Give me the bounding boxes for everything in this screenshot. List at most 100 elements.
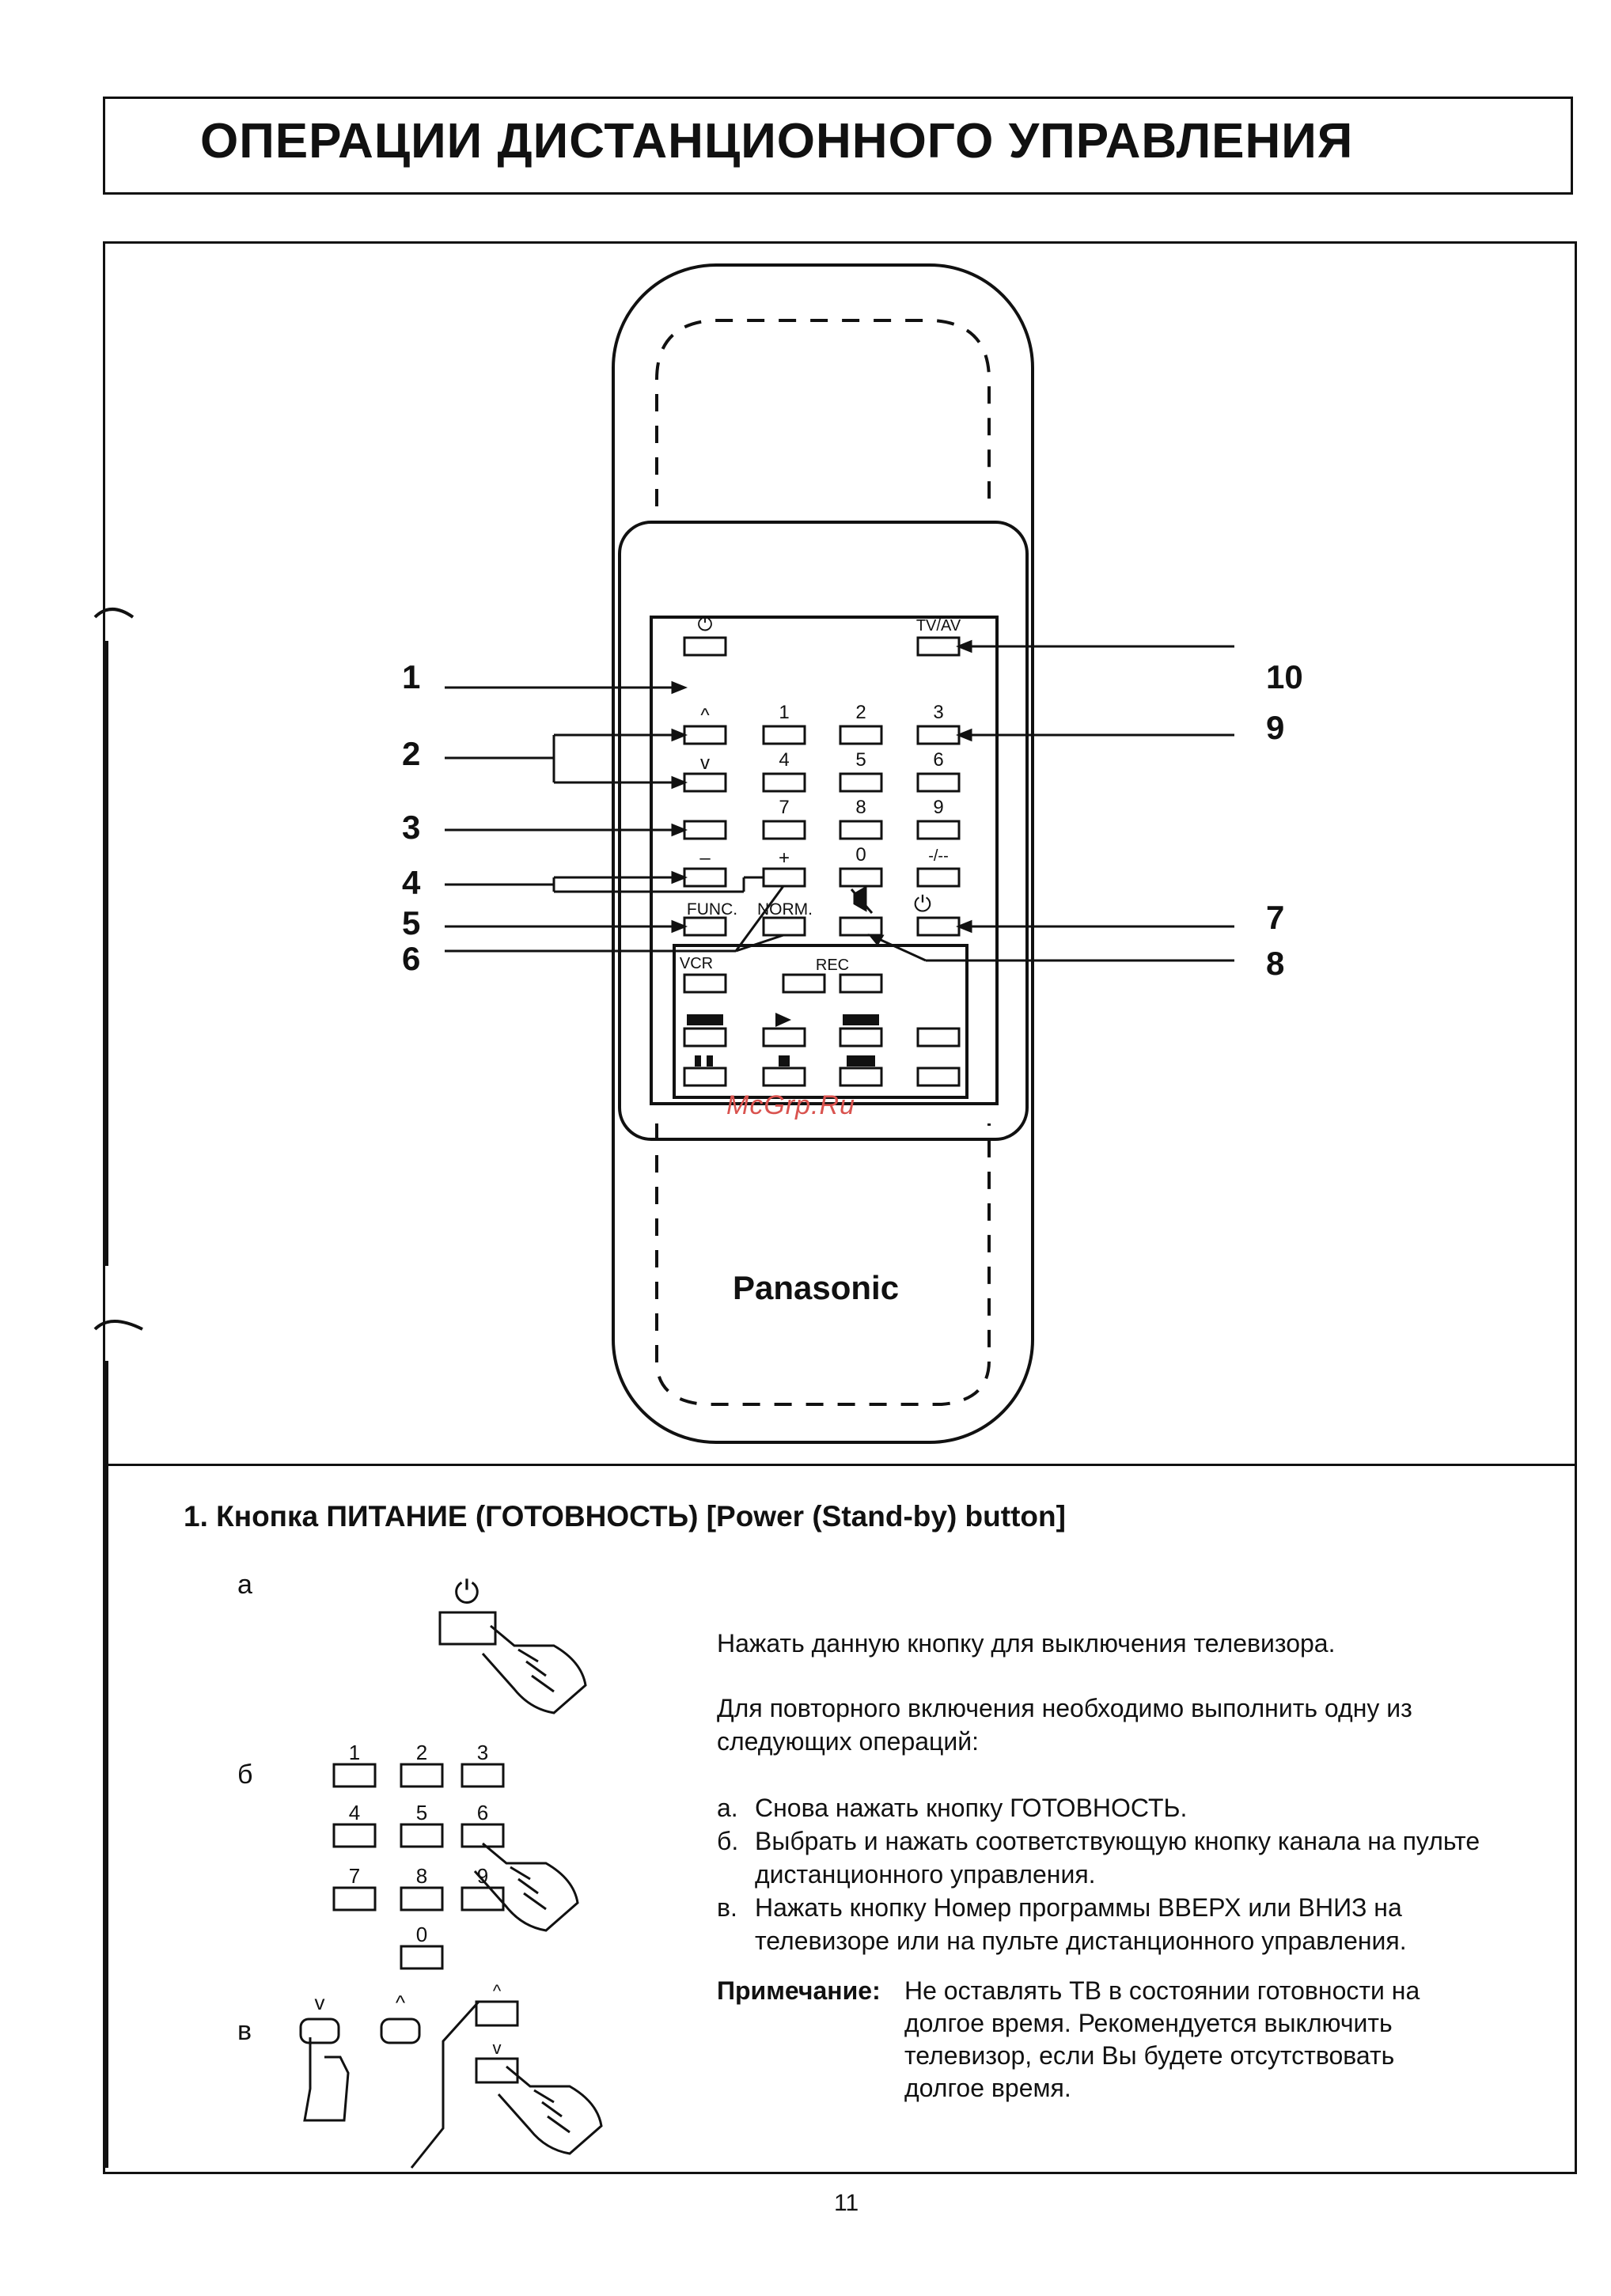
ffwd-icon <box>843 1014 879 1025</box>
digit-label-4: 4 <box>779 749 789 771</box>
func-key-label: FUNC. <box>687 900 737 919</box>
callout-8: 8 <box>1266 945 1285 982</box>
rec-key-label: REC <box>816 957 849 974</box>
fig-b-digit-8: 8 <box>416 1864 427 1888</box>
vcr-rec-key-1 <box>782 973 826 994</box>
fig-v-remote-down-label: v <box>493 2038 502 2058</box>
digit-label-3: 3 <box>933 702 943 723</box>
fig-v-up-key <box>380 2018 421 2044</box>
note-text: Не оставлять ТВ в состоянии готовности н… <box>904 1976 1420 2102</box>
vcr-ch-up-key <box>916 1027 961 1048</box>
power-key <box>683 636 727 657</box>
dashes-key <box>916 867 961 888</box>
power-key-label: ⏻ <box>698 614 713 635</box>
fig-b-key-8 <box>400 1886 444 1911</box>
digit-label-7: 7 <box>779 797 789 818</box>
fig-b-key-1 <box>332 1763 377 1788</box>
vcr-stop-key <box>762 1067 806 1087</box>
list-item-a-text: Снова нажать кнопку ГОТОВНОСТЬ. <box>755 1794 1188 1822</box>
fig-b-key-6 <box>461 1823 505 1848</box>
digit-5-key <box>839 772 883 793</box>
callout-9: 9 <box>1266 709 1285 746</box>
vcr-panel <box>673 944 968 1099</box>
note-label: Примечание: <box>717 1976 881 2005</box>
callout-2: 2 <box>402 735 421 772</box>
step-letter-v: в <box>237 2016 252 2046</box>
mute-key <box>839 916 883 937</box>
fig-v-up-label: ^ <box>396 1991 406 2014</box>
page-number: 11 <box>834 2190 859 2216</box>
vcr-power-key <box>683 973 727 994</box>
callout-6: 6 <box>402 940 421 977</box>
off-timer-key-label: ⏻ <box>914 892 931 916</box>
callout-10: 10 <box>1266 658 1303 695</box>
fig-b-key-3 <box>461 1763 505 1788</box>
fig-b-key-5 <box>400 1823 444 1848</box>
fig-b-digit-6: 6 <box>477 1801 488 1824</box>
desc-text-2-content: Для повторного включения необходимо выпо… <box>717 1694 1412 1756</box>
fig-v-down-label: v <box>315 1991 325 2014</box>
fig-b-digit-0: 0 <box>416 1923 427 1946</box>
fig-a-power-label: ⏻ <box>454 1575 480 1610</box>
remote-body <box>612 263 1034 1444</box>
binding-mark-1 <box>93 608 135 619</box>
desc-text-1: Нажать данную кнопку для выключения теле… <box>717 1627 1508 1660</box>
fig-b-digit-9: 9 <box>477 1864 488 1888</box>
step-letter-a: а <box>237 1570 252 1600</box>
vcr-next-key <box>839 1067 883 1087</box>
key-panel <box>650 616 999 1105</box>
fig-b-hand-icon <box>473 1842 579 1932</box>
minus-key-label: – <box>699 847 711 869</box>
digit-label-1: 1 <box>779 702 789 723</box>
plus-key-label: + <box>779 847 790 869</box>
digit-6-key <box>916 772 961 793</box>
fig-a-hand-icon <box>481 1624 587 1714</box>
mute-icon <box>850 885 874 914</box>
rewind-icon <box>687 1014 723 1025</box>
tvav-key-label: TV/AV <box>916 617 961 635</box>
digit-label-0: 0 <box>855 844 866 866</box>
desc-text-1-content: Нажать данную кнопку для выключения теле… <box>717 1629 1336 1658</box>
digit-label-5: 5 <box>855 749 866 771</box>
stop-icon <box>779 1055 790 1067</box>
callout-3: 3 <box>402 809 421 846</box>
remote-bottom-dashed <box>655 1123 991 1406</box>
fig-v-remote-up-label: ^ <box>493 1981 502 2001</box>
digit-label-2: 2 <box>855 702 866 723</box>
vcr-rec-key-2 <box>839 973 883 994</box>
fig-b-key-7 <box>332 1886 377 1911</box>
dashes-key-label: -/-- <box>928 847 949 865</box>
fig-v-down-key <box>299 2018 340 2044</box>
fig-v-hand-icon <box>497 2065 603 2155</box>
callout-4: 4 <box>402 864 421 901</box>
section-heading: 1. Кнопка ПИТАНИЕ (ГОТОВНОСТЬ) [Power (S… <box>184 1500 1066 1533</box>
digit-9-key <box>916 820 961 840</box>
callout-5: 5 <box>402 904 421 942</box>
pause-icon-2 <box>707 1055 713 1067</box>
up-key-label: ^ <box>700 705 710 726</box>
watermark: McGrp.Ru <box>726 1090 855 1120</box>
page-title: ОПЕРАЦИИ ДИСТАНЦИОННОГО УПРАВЛЕНИЯ <box>200 114 1354 169</box>
remote-top-dashed <box>655 319 991 506</box>
down-key-label: v <box>700 752 710 774</box>
pause-icon <box>695 1055 701 1067</box>
fig-b-key-4 <box>332 1823 377 1848</box>
section-divider <box>105 1464 1577 1466</box>
binding-mark-2 <box>93 1320 143 1331</box>
list-item-v-text: Нажать кнопку Номер программы ВВЕРХ или … <box>755 1893 1407 1955</box>
list-item-a-mark: а. <box>717 1794 738 1822</box>
fig-b-key-2 <box>400 1763 444 1788</box>
fig-b-digit-7: 7 <box>349 1864 360 1888</box>
fig-b-digit-1: 1 <box>349 1741 360 1764</box>
desc-text-2: Для повторного включения необходимо выпо… <box>717 1692 1508 1758</box>
vcr-pause-key <box>683 1067 727 1087</box>
digit-label-8: 8 <box>855 797 866 818</box>
vcr-rewind-key <box>683 1027 727 1048</box>
norm-key-label: NORM. <box>757 900 813 919</box>
vcr-ch-down-key <box>916 1067 961 1087</box>
list-item-b-text: Выбрать и нажать соответствующую кнопку … <box>755 1827 1480 1889</box>
fig-v-finger-icon <box>303 2037 350 2122</box>
norm-key <box>762 916 806 937</box>
fig-b-digit-3: 3 <box>477 1741 488 1764</box>
digit-7-key <box>762 820 806 840</box>
